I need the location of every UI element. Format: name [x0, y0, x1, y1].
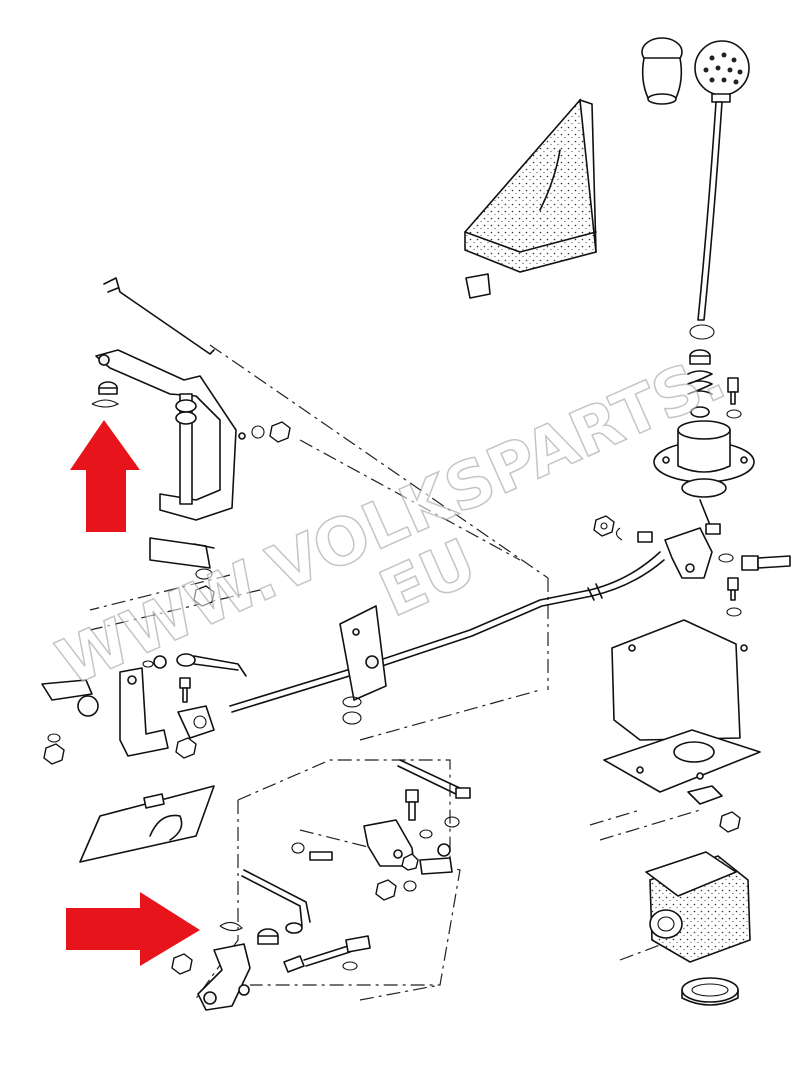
lower-nut-cluster	[375, 853, 419, 901]
selector-rod	[103, 277, 215, 355]
relay-lever-assembly	[95, 349, 246, 521]
tunnel-guide	[645, 851, 751, 963]
gear-knob-smooth	[641, 37, 683, 105]
lower-pushrod	[397, 759, 471, 799]
pedal-lever	[197, 943, 251, 1011]
spring-seat	[689, 349, 711, 365]
upper-bush	[98, 381, 118, 395]
rubber-grommet	[681, 977, 739, 1006]
arm-washer	[142, 655, 167, 669]
circlip	[689, 324, 715, 340]
boot-clip	[465, 273, 491, 299]
housing-bolt	[726, 377, 742, 419]
lower-end-nut	[171, 953, 193, 975]
spring-retainer	[690, 406, 710, 418]
red-arrow-up	[70, 420, 140, 532]
left-nut-washer	[43, 733, 65, 765]
upper-cotter-pin	[91, 399, 120, 408]
linkage-nut	[175, 737, 197, 759]
lower-cotter-pin	[219, 921, 243, 932]
plate-washer-nut	[193, 568, 215, 607]
lower-rubber-bush	[257, 928, 279, 945]
gear-knob-dimpled	[694, 40, 750, 103]
coupling-nut	[593, 515, 615, 537]
red-arrow-right	[66, 892, 200, 966]
lower-bolt-left	[291, 842, 333, 861]
shift-gate-plate	[79, 785, 215, 863]
relay-arm	[119, 667, 169, 757]
clevis-end	[41, 679, 93, 701]
ball-socket	[77, 695, 99, 717]
base-plate	[603, 729, 761, 805]
coupling-washer	[718, 553, 734, 563]
rod-bush	[342, 696, 362, 725]
coupling-bush	[637, 531, 653, 543]
base-plate-nut	[719, 811, 741, 833]
cable-end-upper	[176, 653, 247, 677]
lower-pedal-rod	[241, 869, 311, 934]
coupling-bolt	[741, 555, 791, 571]
lower-ball-joint	[419, 843, 453, 875]
shift-rod	[229, 551, 665, 713]
pivot-nut	[251, 421, 291, 443]
assembly-guide-lines	[89, 344, 701, 1001]
lever-pin	[705, 523, 721, 535]
rod-guide-bracket	[339, 605, 387, 701]
adjuster-rod	[283, 935, 371, 973]
shift-boot	[464, 98, 597, 273]
lower-bolt	[405, 789, 419, 821]
tunnel-cover	[611, 619, 748, 741]
lever-plate	[149, 537, 215, 569]
linkage-bolt	[179, 677, 191, 703]
bracket-bolt	[726, 577, 742, 617]
lever-spring	[687, 370, 713, 395]
linkage-bracket	[177, 705, 215, 739]
adjuster-washer	[342, 961, 358, 971]
shift-housing	[653, 420, 755, 498]
coupling-clip	[615, 527, 623, 541]
lower-washers	[419, 816, 460, 839]
shift-lever	[697, 101, 723, 321]
rod-coupling	[664, 527, 713, 579]
